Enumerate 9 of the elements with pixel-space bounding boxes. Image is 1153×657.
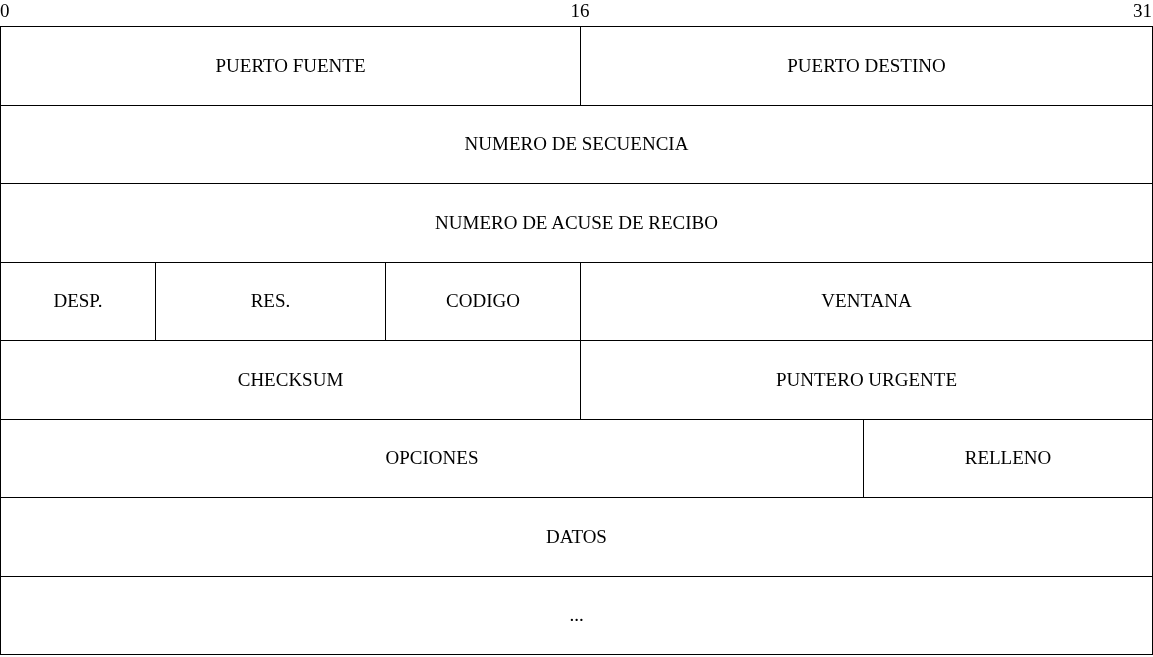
table-cell: NUMERO DE SECUENCIA [0,104,1153,184]
table-cell: NUMERO DE ACUSE DE RECIBO [0,183,1153,263]
table-cell: PUERTO FUENTE [0,26,581,106]
bit-number: 16 [570,0,590,22]
table-cell: ... [0,575,1153,655]
bit-number: 0 [0,0,10,22]
bit-number: 31 [1133,0,1152,22]
table-cell: DATOS [0,497,1153,577]
table-cell: PUERTO DESTINO [580,26,1153,106]
